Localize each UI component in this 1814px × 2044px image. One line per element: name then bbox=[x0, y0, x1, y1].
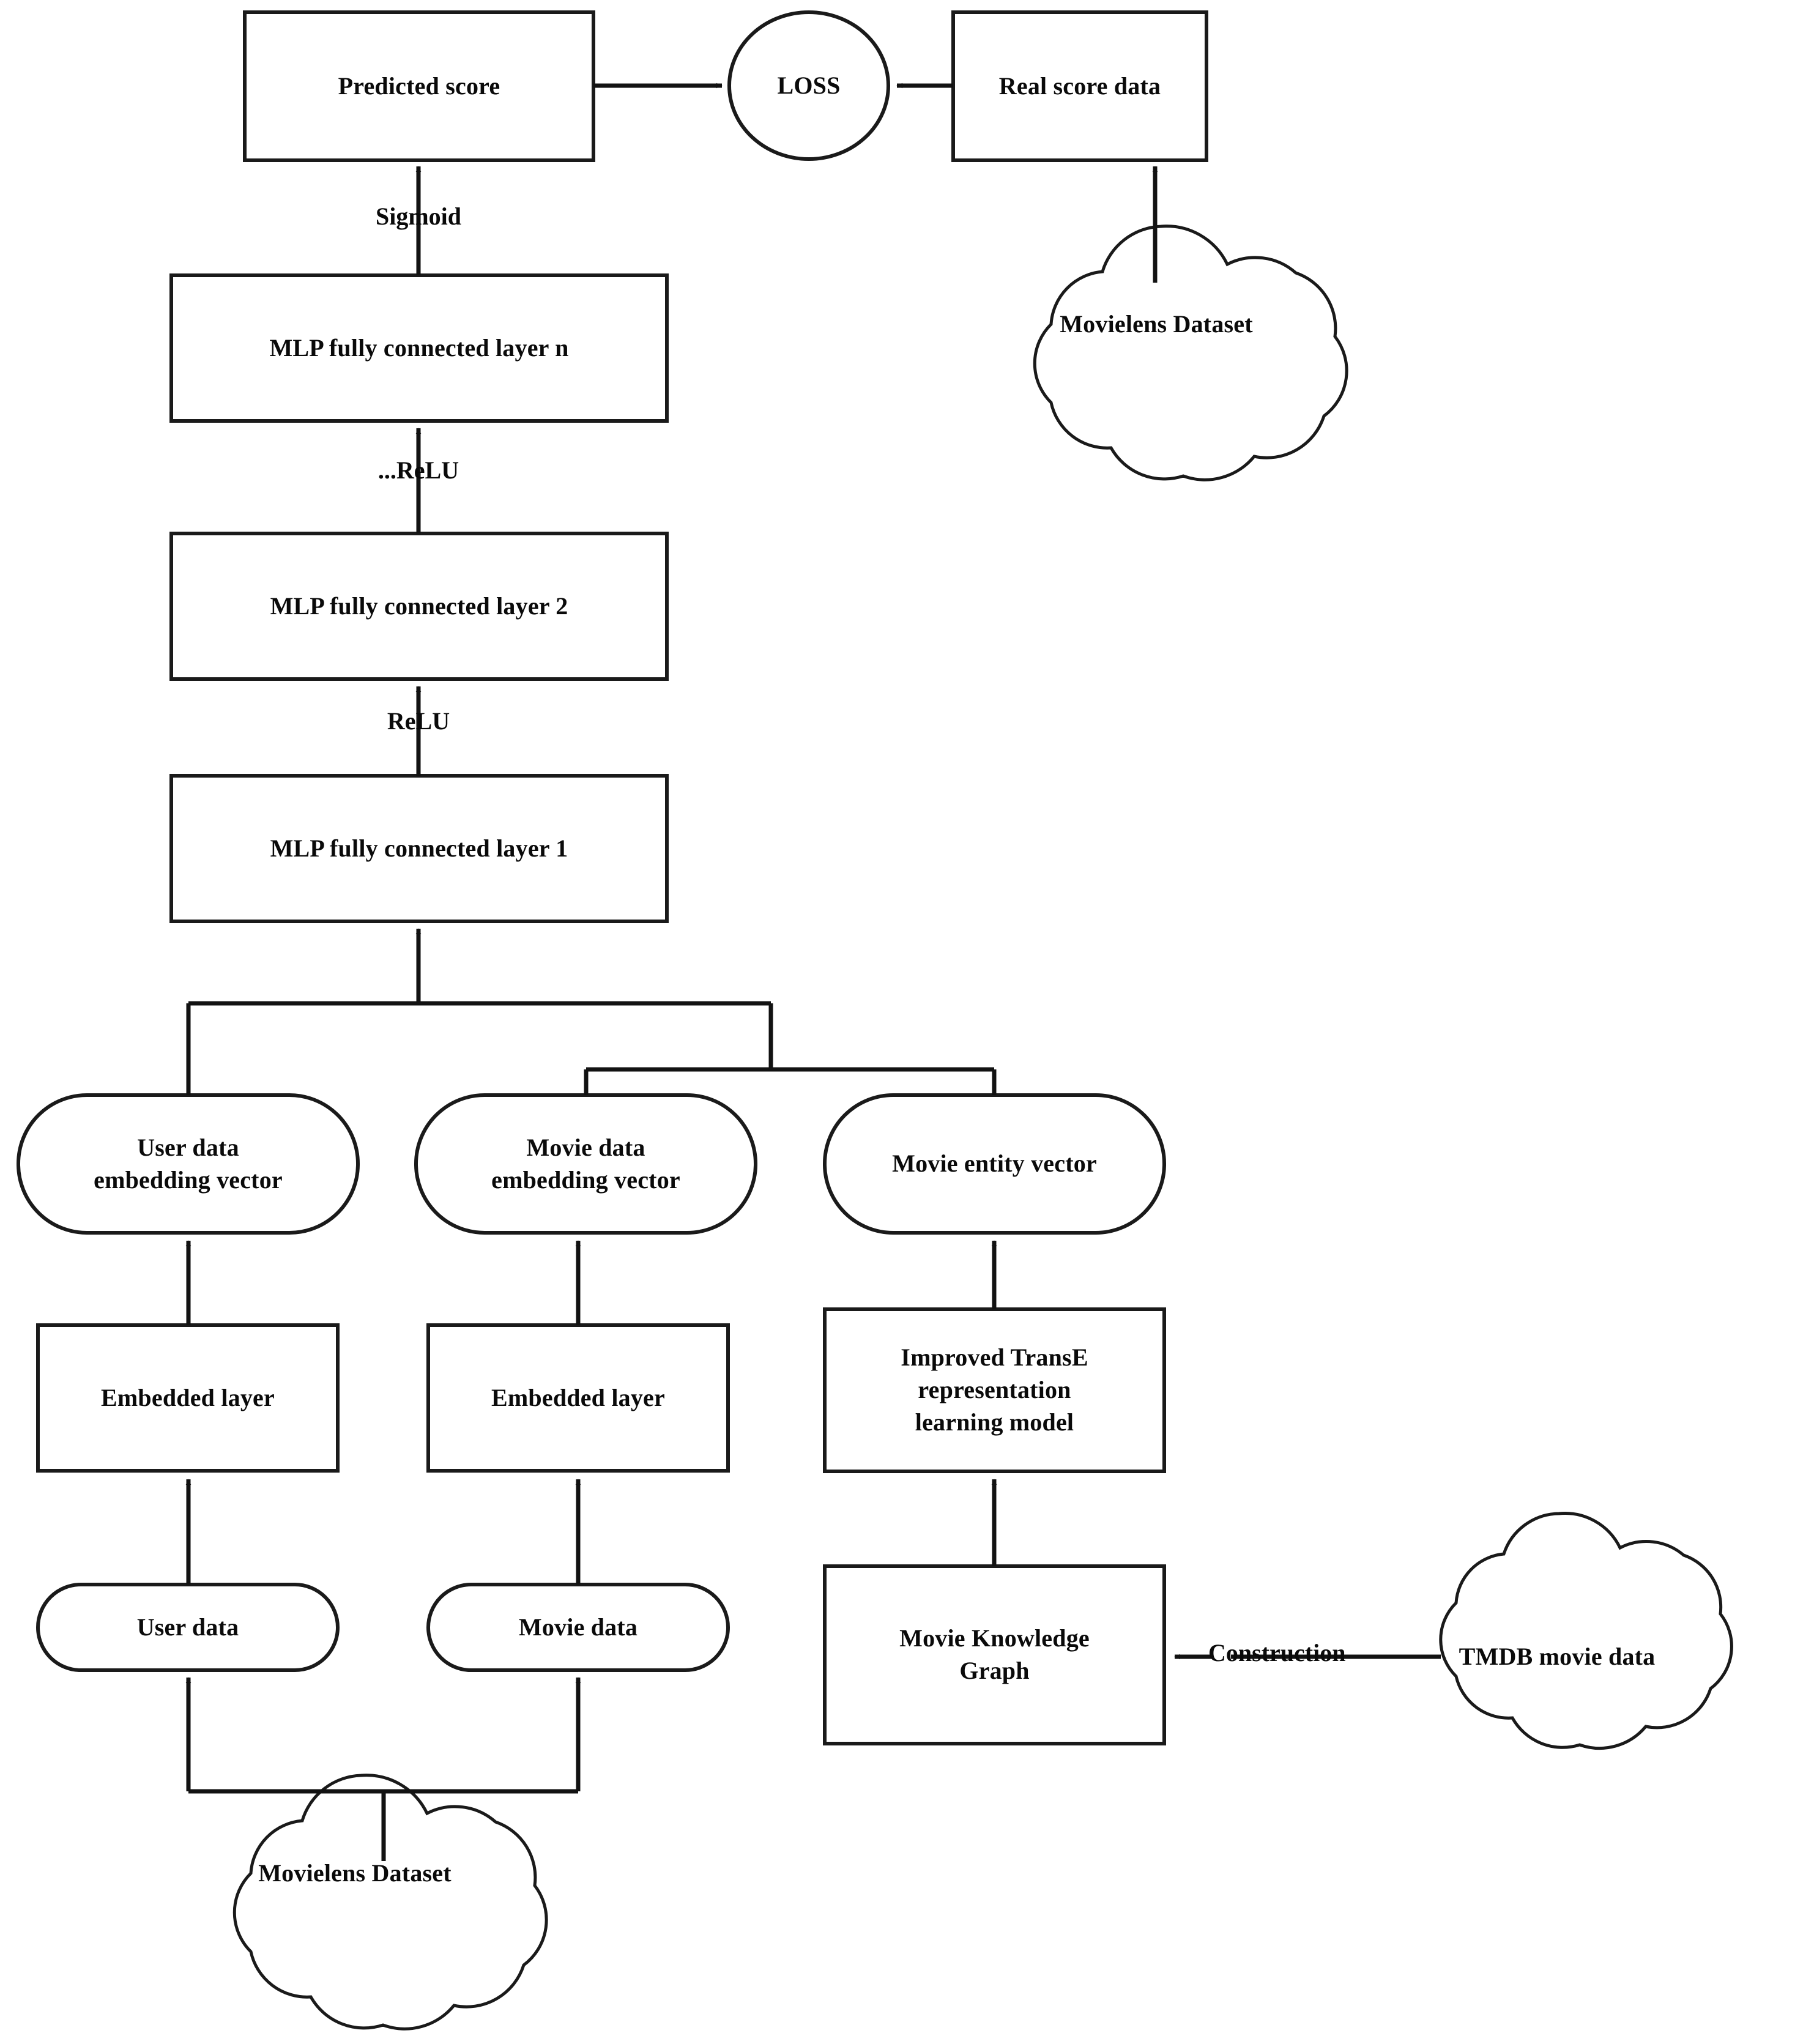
user-data-node[interactable] bbox=[38, 1585, 338, 1670]
movie-knowledge-graph-node[interactable] bbox=[825, 1566, 1164, 1744]
user-embedding-vector-node[interactable] bbox=[18, 1095, 358, 1233]
transe-model-node[interactable] bbox=[825, 1309, 1164, 1471]
movie-embedding-vector-node[interactable] bbox=[416, 1095, 756, 1233]
loss-node[interactable] bbox=[729, 12, 888, 159]
mlp-layer-n-node[interactable] bbox=[171, 275, 667, 421]
relu-dots-edge-label: ...ReLU bbox=[377, 456, 459, 484]
movielens-top-node[interactable] bbox=[1003, 245, 1309, 447]
sigmoid-edge-label: Sigmoid bbox=[375, 203, 462, 230]
movie-data-node[interactable] bbox=[428, 1585, 728, 1670]
predicted-score-node[interactable] bbox=[245, 12, 593, 160]
embedded-layer-movie-node[interactable] bbox=[428, 1325, 728, 1471]
real-score-data-node[interactable] bbox=[953, 12, 1206, 160]
mlp-layer-2-node[interactable] bbox=[171, 533, 667, 679]
relu-edge-label: ReLU bbox=[387, 707, 450, 735]
embedded-layer-user-node[interactable] bbox=[38, 1325, 338, 1471]
movie-entity-vector-node[interactable] bbox=[825, 1095, 1164, 1233]
mlp-layer-1-node[interactable] bbox=[171, 776, 667, 921]
tmdb-movie-data-node[interactable] bbox=[1407, 1529, 1707, 1786]
movielens-bottom-node[interactable] bbox=[202, 1793, 508, 2001]
